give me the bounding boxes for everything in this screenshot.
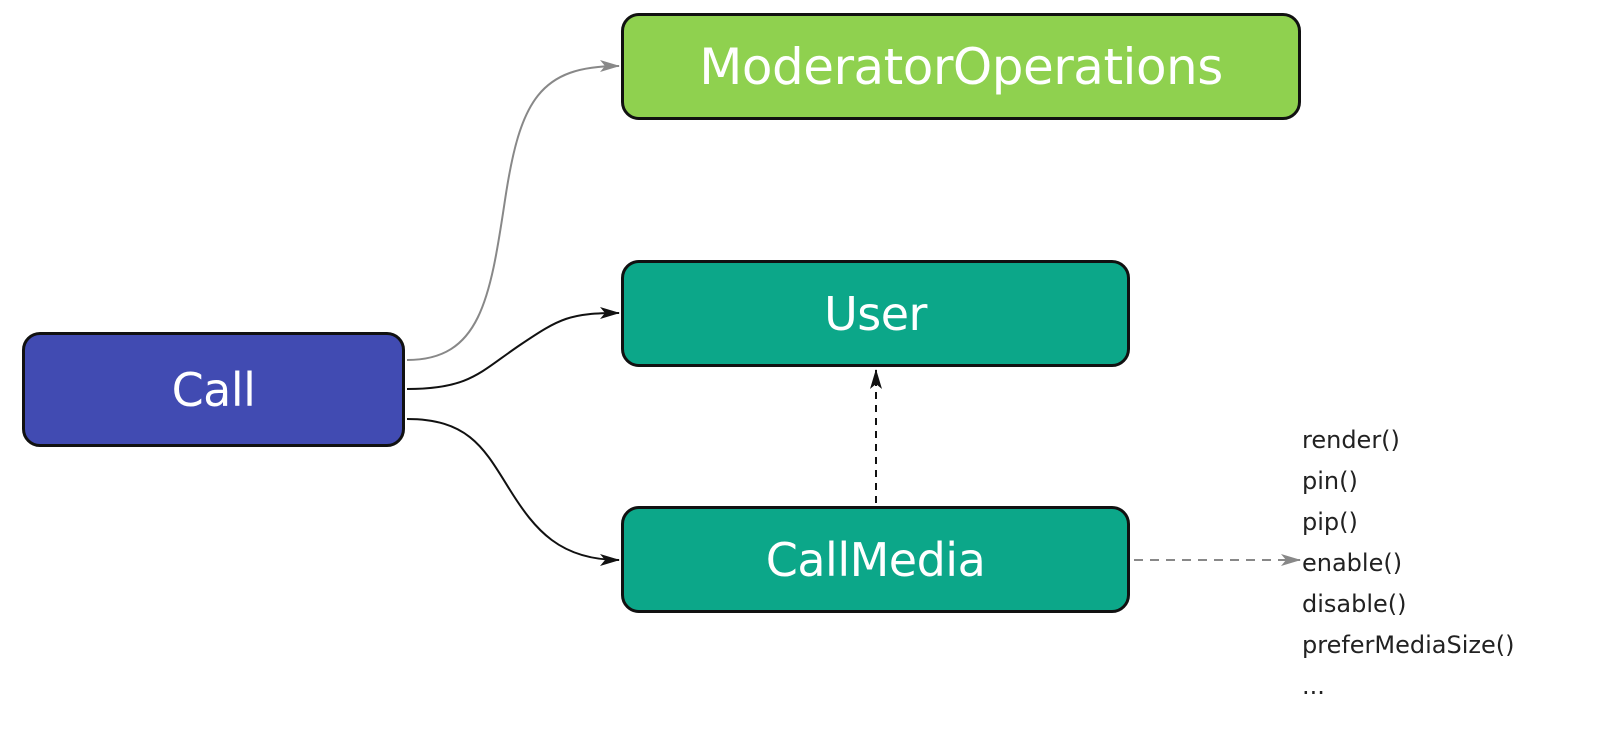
method-item: pip() bbox=[1302, 508, 1358, 536]
method-item: disable() bbox=[1302, 590, 1407, 618]
edge-call-to-user bbox=[406, 307, 620, 390]
moderator-operations-label: ModeratorOperations bbox=[699, 37, 1223, 96]
method-item: render() bbox=[1302, 426, 1400, 454]
user-node[interactable]: User bbox=[621, 260, 1130, 367]
call-node[interactable]: Call bbox=[22, 332, 405, 447]
method-item: enable() bbox=[1302, 549, 1403, 577]
method-item: preferMediaSize() bbox=[1302, 631, 1515, 659]
edge-call-to-moderator-operations bbox=[406, 60, 620, 361]
callmedia-method-list: render() pin() pip() enable() disable() … bbox=[1302, 420, 1515, 707]
call-label: Call bbox=[171, 362, 256, 417]
callmedia-label: CallMedia bbox=[765, 532, 986, 587]
edge-call-to-callmedia bbox=[406, 418, 620, 566]
method-item: ... bbox=[1302, 672, 1325, 700]
method-item: pin() bbox=[1302, 467, 1358, 495]
moderator-operations-node[interactable]: ModeratorOperations bbox=[621, 13, 1301, 120]
callmedia-node[interactable]: CallMedia bbox=[621, 506, 1130, 613]
user-label: User bbox=[824, 286, 927, 341]
